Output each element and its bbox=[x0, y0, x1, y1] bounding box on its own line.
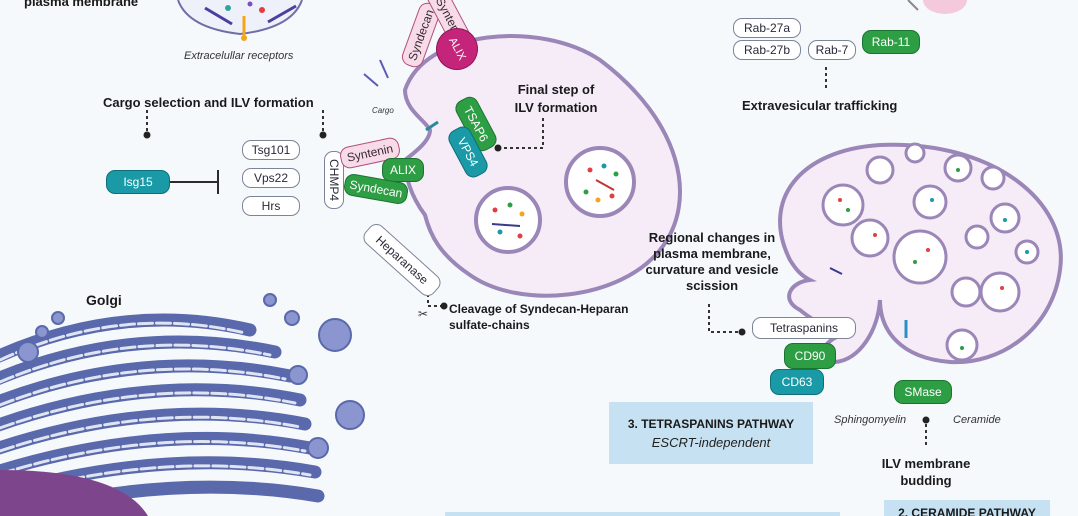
cd63-protein: CD63 bbox=[770, 369, 824, 395]
mvb-tetraspanin bbox=[778, 142, 1063, 365]
isg15-protein: Isg15 bbox=[106, 170, 170, 194]
vps22-protein: Vps22 bbox=[242, 168, 300, 188]
inhibition-line bbox=[170, 170, 219, 194]
rab27a-protein: Rab-27a bbox=[733, 18, 801, 38]
sphingomyelin-label: Sphingomyelin bbox=[834, 414, 907, 426]
tsg101-protein: Tsg101 bbox=[242, 140, 300, 160]
cleavage-line1: Cleavage of Syndecan-Heparan bbox=[449, 302, 629, 316]
leader-dots bbox=[143, 131, 930, 424]
ceramide-pathway-box: 2. CERAMIDE PATHWAY bbox=[884, 500, 1050, 516]
ceramide-label: Ceramide bbox=[953, 414, 1001, 426]
regional-changes-line2: plasma membrane, bbox=[653, 246, 771, 261]
golgi-vesicles bbox=[17, 293, 365, 459]
final-step-line1: Final step of bbox=[517, 82, 595, 97]
rab11-protein: Rab-11 bbox=[862, 30, 920, 54]
rab7-protein: Rab-7 bbox=[808, 40, 856, 60]
extracellular-receptors-label: Extracelullar receptors bbox=[184, 50, 294, 62]
ilv-budding-line1: ILV membrane bbox=[881, 456, 971, 471]
tetraspanins-pathway-subtitle: ESCRT-independent bbox=[651, 434, 771, 450]
extravesicular-trafficking-label: Extravesicular trafficking bbox=[742, 98, 898, 113]
regional-changes-line1: Regional changes in bbox=[648, 230, 776, 245]
tetraspanins-protein: Tetraspanins bbox=[752, 317, 856, 339]
vesicle-fragment bbox=[923, 0, 967, 14]
cleavage-line2: sulfate-chains bbox=[449, 318, 530, 332]
cargo-label: Cargo bbox=[372, 106, 394, 115]
regional-changes-line4: scission bbox=[685, 278, 739, 293]
alix-protein: ALIX bbox=[382, 158, 424, 182]
leader-lines bbox=[146, 67, 927, 446]
svg-text:✂: ✂ bbox=[418, 307, 428, 321]
receptor-cell bbox=[177, 0, 303, 41]
cargo-selection-label: Cargo selection and ILV formation bbox=[103, 95, 314, 110]
nucleus bbox=[0, 470, 148, 516]
ilv-budding-line2: budding bbox=[900, 473, 952, 488]
ceramide-pathway-title: 2. CERAMIDE PATHWAY bbox=[898, 506, 1036, 516]
plasma-membrane-label: plasma membrane bbox=[24, 0, 139, 9]
hrs-protein: Hrs bbox=[242, 196, 300, 216]
smase-protein: SMase bbox=[894, 380, 952, 404]
cd90-protein: CD90 bbox=[784, 343, 836, 369]
escrt-pathway-box-edge bbox=[445, 512, 840, 516]
tetraspanins-pathway-box: 3. TETRASPANINS PATHWAY ESCRT-independen… bbox=[609, 402, 813, 464]
final-step-line2: ILV formation bbox=[514, 100, 598, 115]
golgi-label: Golgi bbox=[86, 292, 122, 308]
regional-changes-line3: curvature and vesicle bbox=[645, 262, 779, 277]
tetraspanins-pathway-title: 3. TETRASPANINS PATHWAY bbox=[627, 416, 795, 431]
rab27b-protein: Rab-27b bbox=[733, 40, 801, 60]
